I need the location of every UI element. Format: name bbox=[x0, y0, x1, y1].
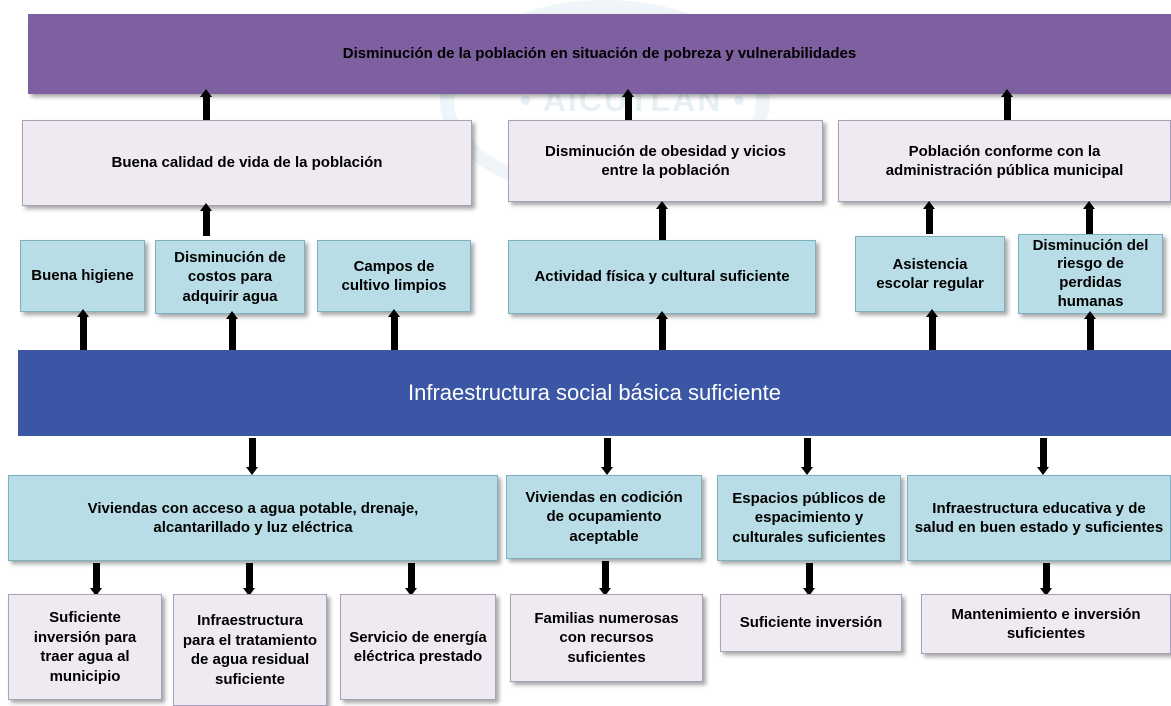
arrow-central-m4 bbox=[1037, 438, 1049, 475]
subeffect-water-cost: Disminución de costos para adquirir agua bbox=[155, 240, 305, 314]
arrow-s5-e3 bbox=[923, 201, 935, 234]
means-housing-services: Viviendas con acceso a agua potable, dre… bbox=[8, 475, 498, 561]
arrow-central-s6 bbox=[1084, 311, 1096, 350]
arrow-m1-b2 bbox=[243, 563, 255, 596]
arrow-central-s4 bbox=[656, 311, 668, 350]
arrow-m1-b3 bbox=[405, 563, 417, 596]
means-education-health: Infraestructura educativa y de salud en … bbox=[907, 475, 1171, 561]
arrow-e2-top bbox=[622, 89, 634, 120]
arrow-m3-b5 bbox=[803, 563, 815, 596]
arrow-e1-top bbox=[200, 89, 212, 120]
submeans-water-investment: Suficiente inversión para traer agua al … bbox=[8, 594, 162, 700]
arrow-central-s1 bbox=[77, 309, 89, 350]
submeans-electricity: Servicio de energía eléctrica prestado bbox=[340, 594, 496, 700]
arrow-central-m1 bbox=[246, 438, 258, 475]
submeans-maintenance: Mantenimiento e inversión suficientes bbox=[921, 594, 1171, 654]
means-housing-condition: Viviendas en codición de ocupamiento ace… bbox=[506, 475, 702, 559]
effect-box-quality-life: Buena calidad de vida de la población bbox=[22, 120, 472, 206]
subeffect-physical-activity: Actividad física y cultural suficiente bbox=[508, 240, 816, 314]
submeans-wastewater: Infraestructura para el tratamiento de a… bbox=[173, 594, 327, 706]
top-purpose-box: Disminución de la población en situación… bbox=[28, 14, 1171, 94]
arrow-central-s2 bbox=[226, 311, 238, 350]
subeffect-risk-reduction: Disminución del riesgo de perdidas human… bbox=[1018, 234, 1163, 314]
arrow-m1-b1 bbox=[90, 563, 102, 596]
submeans-large-families: Familias numerosas con recursos suficien… bbox=[510, 594, 703, 682]
arrow-central-m2 bbox=[601, 438, 613, 475]
subeffect-clean-fields: Campos de cultivo limpios bbox=[317, 240, 471, 312]
arrow-central-s5 bbox=[926, 309, 938, 350]
central-objective: Infraestructura social básica suficiente bbox=[18, 350, 1171, 436]
effect-box-obesity: Disminución de obesidad y vicios entre l… bbox=[508, 120, 823, 202]
arrow-central-m3 bbox=[801, 438, 813, 475]
arrow-m4-b6 bbox=[1040, 563, 1052, 596]
arrow-s6-e3 bbox=[1083, 201, 1095, 234]
arrow-e3-top bbox=[1001, 89, 1013, 120]
arrow-s2-e1 bbox=[200, 203, 212, 236]
subeffect-school-attendance: Asistencia escolar regular bbox=[855, 236, 1005, 312]
arrow-s4-e2 bbox=[656, 201, 668, 240]
submeans-investment: Suficiente inversión bbox=[720, 594, 902, 652]
means-public-spaces: Espacios públicos de espacimiento y cult… bbox=[717, 475, 901, 561]
arrow-m2-b4 bbox=[599, 561, 611, 596]
subeffect-hygiene: Buena higiene bbox=[20, 240, 145, 312]
effect-box-administration: Población conforme con la administración… bbox=[838, 120, 1171, 202]
arrow-central-s3 bbox=[388, 309, 400, 350]
